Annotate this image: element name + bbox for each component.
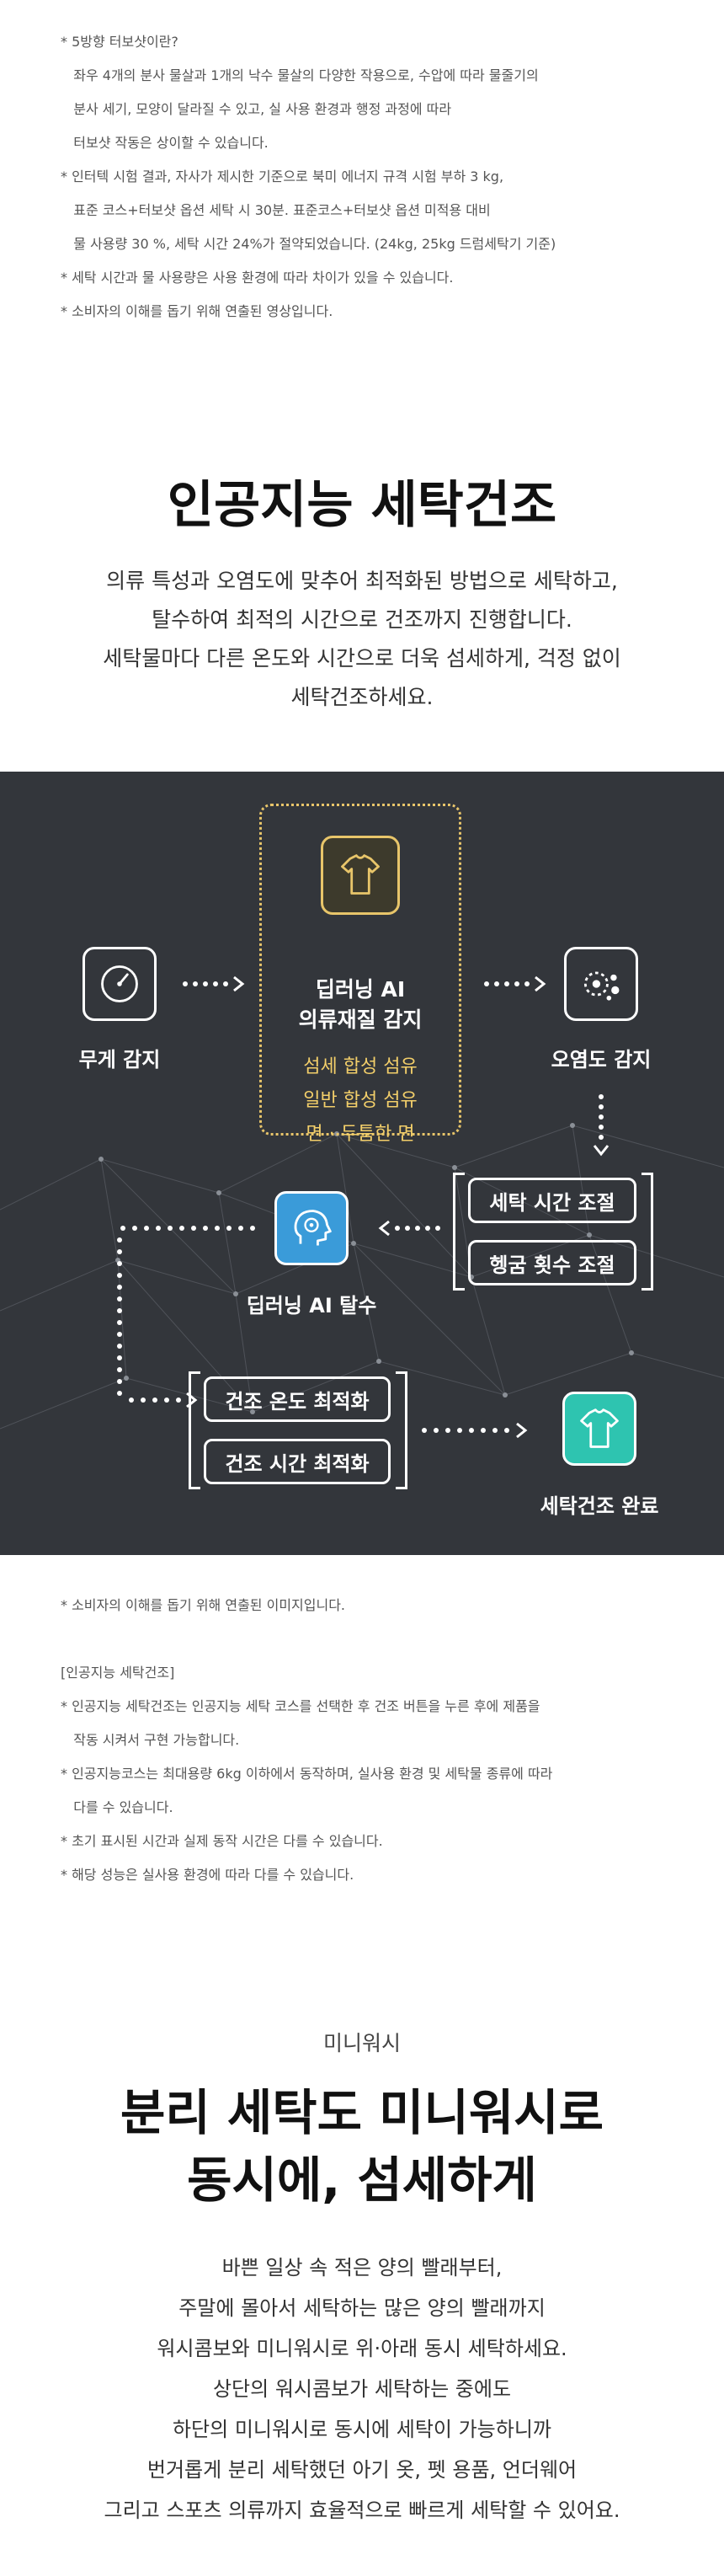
flow-arrow	[378, 1220, 440, 1237]
soil-sensing-label: 오염도 감지	[551, 1048, 652, 1072]
ai-section-title: 인공지능 세탁건조	[167, 476, 557, 535]
footnote-line: 분사 세기, 모양이 달라질 수 있고, 실 사용 환경과 행정 과정에 따라	[61, 101, 452, 117]
flow-arrow	[593, 1094, 610, 1157]
shirt-complete-icon	[562, 1392, 636, 1466]
footnote-line: * 인터텍 시험 결과, 자사가 제시한 기준으로 북미 에너지 규격 시험 부…	[61, 168, 504, 184]
core-title-line: 의류재질 감지	[298, 1007, 423, 1032]
ai-section-description: 의류 특성과 오염도에 맞추어 최적화된 방법으로 세탁하고, 탈수하여 최적의…	[103, 569, 621, 709]
fabric-type: 섬세 합성 섬유	[303, 1056, 418, 1077]
footnote-line: 터보샷 작동은 상이할 수 있습니다.	[61, 135, 269, 151]
fabric-sensing-box: 딥러닝 AI 의류재질 감지 섬세 합성 섬유 일반 합성 섬유 면 · 두툼한…	[259, 804, 461, 1145]
footnote-line: * 인공지능 세탁건조는 인공지능 세탁 코스를 선택한 후 건조 버튼을 누른…	[61, 1698, 540, 1714]
fabric-type: 일반 합성 섬유	[303, 1090, 418, 1111]
ai-process-diagram: 무게 감지 딥러닝 AI 의류재질 감지 섬세 합성 섬유 일반 합성 섬유 면…	[0, 772, 724, 1555]
dry-time-optimize-tag: 건조 시간 최적화	[204, 1439, 391, 1484]
miniwash-title-line1: 분리 세탁도 미니워시로	[120, 2084, 604, 2141]
footnote-line: 작동 시켜서 구현 가능합니다.	[61, 1732, 240, 1748]
wash-dry-complete-label: 세탁건조 완료	[540, 1494, 659, 1518]
bracket-left	[189, 1371, 200, 1489]
footnote-line: * 5방향 터보샷이란?	[61, 34, 178, 50]
footnote-line: [인공지능 세탁건조]	[61, 1665, 175, 1681]
footnote-line: * 인공지능코스는 최대용량 6kg 이하에서 동작하며, 실사용 환경 및 세…	[61, 1766, 553, 1782]
flow-arrow	[484, 975, 546, 992]
image-disclaimer: * 소비자의 이해를 돕기 위해 연출된 이미지입니다.	[61, 1597, 346, 1613]
dry-temp-optimize-tag: 건조 온도 최적화	[204, 1376, 391, 1422]
rinse-count-adjust-tag: 헹굼 횟수 조절	[468, 1240, 636, 1285]
fabric-type: 면 · 두툼한 면	[306, 1124, 415, 1145]
footnote-line: * 소비자의 이해를 돕기 위해 연출된 영상입니다.	[61, 303, 333, 319]
footnote-line: * 초기 표시된 시간과 실제 동작 시간은 다를 수 있습니다.	[61, 1833, 383, 1849]
ai-wash-dry-footnotes: [인공지능 세탁건조] * 인공지능 세탁건조는 인공지능 세탁 코스를 선택한…	[61, 1656, 552, 1892]
miniwash-description: 바쁜 일상 속 적은 양의 빨래부터, 주말에 몰아서 세탁하는 많은 양의 빨…	[104, 2256, 620, 2522]
bracket-left	[453, 1173, 465, 1291]
bracket-right	[641, 1173, 653, 1291]
ai-spin-label: 딥러닝 AI 탈수	[246, 1294, 377, 1317]
core-title-line: 딥러닝 AI	[315, 977, 406, 1002]
footnote-line: 다를 수 있습니다.	[61, 1799, 173, 1815]
footnote-line: * 세탁 시간과 물 사용량은 사용 환경에 따라 차이가 있을 수 있습니다.	[61, 270, 454, 286]
shirt-icon	[321, 836, 400, 915]
weight-sensing-label: 무게 감지	[78, 1048, 161, 1072]
miniwash-title-line2: 동시에, 섬세하게	[187, 2151, 537, 2209]
fabric-type-list: 섬세 합성 섬유 일반 합성 섬유 면 · 두툼한 면	[262, 1050, 459, 1152]
turboshot-footnotes: * 5방향 터보샷이란? 좌우 4개의 분사 물살과 1개의 낙수 물살의 다양…	[61, 25, 556, 329]
footnote-line: * 해당 성능은 실사용 환경에 따라 다를 수 있습니다.	[61, 1867, 354, 1883]
gauge-icon	[83, 947, 157, 1021]
footnote-line: 물 사용량 30 %, 세탁 시간 24%가 절약되었습니다. (24kg, 2…	[61, 236, 556, 252]
ai-head-icon	[274, 1191, 349, 1265]
stain-sensor-icon	[564, 947, 638, 1021]
footnote-line: 표준 코스+터보샷 옵션 세탁 시 30분. 표준코스+터보샷 옵션 미적용 대…	[61, 202, 491, 218]
footnote-line: 좌우 4개의 분사 물살과 1개의 낙수 물살의 다양한 작용으로, 수압에 따…	[61, 67, 539, 83]
miniwash-eyebrow: 미니워시	[322, 2031, 401, 2055]
flow-arrow	[183, 975, 245, 992]
wash-time-adjust-tag: 세탁 시간 조절	[468, 1178, 636, 1223]
fabric-sensing-title: 딥러닝 AI 의류재질 감지	[262, 975, 459, 1035]
bracket-right	[396, 1371, 407, 1489]
flow-arrow	[422, 1422, 528, 1439]
